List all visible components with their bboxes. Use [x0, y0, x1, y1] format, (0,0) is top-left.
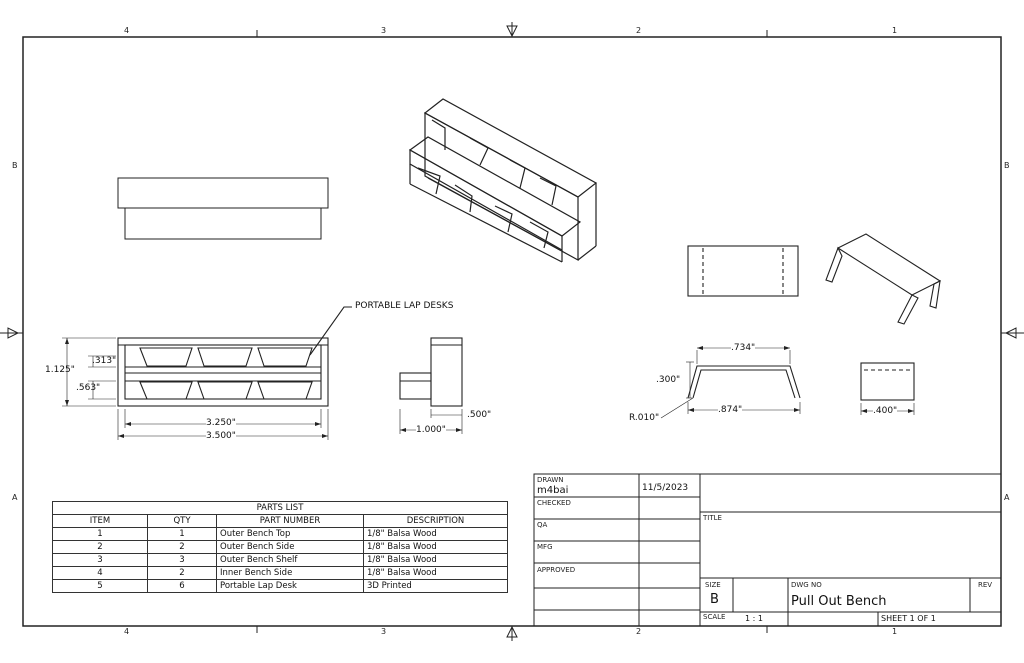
cell-item: 4 [52, 566, 148, 580]
isometric-view [408, 98, 598, 263]
rev-label: REV [978, 581, 993, 589]
header-qty: QTY [147, 514, 217, 528]
zone-label-bottom-2: 2 [636, 627, 642, 636]
dim-lower: .563" [76, 383, 101, 393]
cell-description: 1/8" Balsa Wood [363, 527, 508, 541]
table-row: 4 2 Inner Bench Side 1/8" Balsa Wood [52, 566, 508, 580]
zone-label-top-2: 2 [636, 26, 642, 35]
cell-qty: 2 [147, 566, 217, 580]
scale-value: 1 : 1 [745, 614, 763, 623]
parts-list-header-row: ITEM QTY PART NUMBER DESCRIPTION [52, 514, 508, 528]
zone-label-bottom-1: 1 [892, 627, 898, 636]
dim-desk-bottom: .874" [718, 405, 743, 415]
dim-outer-width: 3.500" [206, 431, 236, 441]
dim-desk-side: .400" [873, 406, 898, 416]
zone-label-right-b: B [1004, 161, 1010, 170]
qa-label: QA [537, 521, 548, 529]
zone-label-top-3: 3 [381, 26, 387, 35]
zone-label-left-b: B [12, 161, 18, 170]
size-value: B [710, 592, 719, 607]
title-block-grid [533, 473, 1002, 627]
cell-part-number: Portable Lap Desk [216, 579, 364, 593]
cell-part-number: Outer Bench Shelf [216, 553, 364, 567]
zone-label-top-4: 4 [124, 26, 130, 35]
cell-item: 2 [52, 540, 148, 554]
mfg-label: MFG [537, 543, 553, 551]
approved-label: APPROVED [537, 566, 576, 574]
dim-side-step: .500" [467, 410, 492, 420]
sheet-number: SHEET 1 OF 1 [881, 614, 936, 623]
parts-list-title: PARTS LIST [52, 501, 508, 515]
cell-qty: 3 [147, 553, 217, 567]
center-mark-left [7, 327, 20, 339]
header-item: ITEM [52, 514, 148, 528]
cell-item: 3 [52, 553, 148, 567]
dim-desk-top: .734" [731, 343, 756, 353]
cell-part-number: Outer Bench Top [216, 527, 364, 541]
table-row: 1 1 Outer Bench Top 1/8" Balsa Wood [52, 527, 508, 541]
cell-description: 1/8" Balsa Wood [363, 553, 508, 567]
zone-label-left-a: A [12, 493, 18, 502]
drawn-label: DRAWN [537, 476, 564, 484]
cell-description: 3D Printed [363, 579, 508, 593]
zone-label-top-1: 1 [892, 26, 898, 35]
dim-inner-width: 3.250" [206, 418, 236, 428]
title-label: TITLE [703, 514, 722, 522]
dim-height-total: 1.125" [45, 365, 75, 375]
cell-description: 1/8" Balsa Wood [363, 566, 508, 580]
cell-item: 5 [52, 579, 148, 593]
table-row: 3 3 Outer Bench Shelf 1/8" Balsa Wood [52, 553, 508, 567]
center-mark-right [1004, 327, 1017, 339]
top-view [117, 177, 329, 240]
table-row: 2 2 Outer Bench Side 1/8" Balsa Wood [52, 540, 508, 554]
cell-qty: 1 [147, 527, 217, 541]
checked-label: CHECKED [537, 499, 571, 507]
desk-isometric-view [825, 233, 942, 325]
cell-item: 1 [52, 527, 148, 541]
front-view [62, 306, 352, 440]
desk-top-view [687, 245, 799, 297]
drawn-date: 11/5/2023 [642, 483, 689, 493]
cell-description: 1/8" Balsa Wood [363, 540, 508, 554]
scale-label: SCALE [703, 613, 726, 621]
dimension-arrows [65, 338, 914, 438]
dim-side-depth: 1.000" [416, 425, 446, 435]
header-part-number: PART NUMBER [216, 514, 364, 528]
cell-qty: 2 [147, 540, 217, 554]
header-description: DESCRIPTION [363, 514, 508, 528]
dwg-no-value: Pull Out Bench [791, 594, 887, 609]
parts-list-table: PARTS LIST ITEM QTY PART NUMBER DESCRIPT… [52, 501, 508, 593]
side-view [399, 337, 463, 434]
desk-front-view [660, 347, 801, 419]
dim-desk-height: .300" [656, 375, 681, 385]
dim-desk-radius: R.010" [629, 413, 660, 423]
cell-part-number: Outer Bench Side [216, 540, 364, 554]
table-row: 5 6 Portable Lap Desk 3D Printed [52, 579, 508, 593]
dim-upper: .313" [92, 356, 117, 366]
dwg-no-label: DWG NO [791, 581, 822, 589]
zone-label-bottom-3: 3 [381, 627, 387, 636]
zone-label-bottom-4: 4 [124, 627, 130, 636]
size-label: SIZE [705, 581, 721, 589]
callout-lap-desks: PORTABLE LAP DESKS [355, 301, 454, 311]
zone-label-right-a: A [1004, 493, 1010, 502]
cell-part-number: Inner Bench Side [216, 566, 364, 580]
cell-qty: 6 [147, 579, 217, 593]
drawn-by: m4bai [537, 485, 569, 496]
